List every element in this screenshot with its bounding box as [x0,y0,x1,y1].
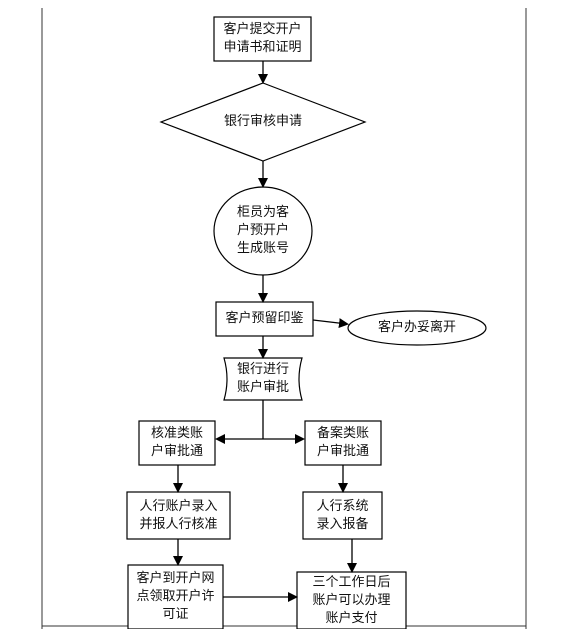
collect-permit-line2: 点领取开户许 [136,589,215,604]
submit-application-line2: 申请书和证明 [223,40,302,55]
three-workdays-box [296,571,407,629]
pboc-record-label: 人行账户录入 并报人行核准 [127,492,230,539]
three-workdays-line2: 账户可以办理 [312,592,391,608]
reserve-seal-label: 客户预留印鉴 [216,302,313,336]
pboc-filing-line2: 录入报备 [316,516,369,532]
three-workdays-line3: 账户支付 [325,610,378,626]
pboc-record-box [126,491,231,540]
teller-generate-line3: 生成账号 [236,241,289,256]
approval-type-label: 核准类账 户审批通 [139,421,215,465]
submit-application-label: 客户提交开户 申请书和证明 [214,17,311,61]
pboc-record-line1: 人行账户录入 [139,498,218,514]
approval-type-line1: 核准类账 [150,426,203,441]
filing-type-line2: 户审批通 [316,444,369,459]
collect-permit-box [127,564,224,629]
three-workdays-label: 三个工作日后 账户可以办理 账户支付 [297,572,406,629]
submit-application-box [213,16,312,62]
reserve-seal-box [215,301,314,337]
pboc-filing-label: 人行系统 录入报备 [303,492,382,539]
bank-review-text: 银行审核申请 [223,114,302,129]
pboc-filing-box [302,491,383,540]
reserve-seal-text: 客户预留印鉴 [225,311,304,326]
filing-type-label: 备案类账 户审批通 [305,421,381,465]
bank-approval-scroll [223,357,303,401]
bank-approval-label: 银行进行 账户审批 [224,358,302,400]
approval-type-box [138,420,216,466]
collect-permit-line3: 可证 [162,607,189,622]
pboc-record-line2: 并报人行核准 [139,516,218,532]
bank-review-label: 银行审核申请 [161,83,365,161]
customer-leave-label: 客户办妥离开 [348,311,486,345]
teller-generate-line2: 户预开户 [236,223,289,238]
bank-approval-line1: 银行进行 [236,362,289,377]
arrow-seal-to-leave [312,318,349,329]
bank-approval-line2: 账户审批 [236,380,289,395]
submit-application-line1: 客户提交开户 [223,22,302,37]
teller-generate-line1: 柜员为客 [236,205,289,220]
three-workdays-line1: 三个工作日后 [312,574,391,590]
approval-type-line2: 户审批通 [150,444,203,459]
filing-type-box [304,420,382,466]
pboc-filing-line1: 人行系统 [316,498,369,514]
collect-permit-line1: 客户到开户网 [136,571,215,586]
teller-generate-label: 柜员为客 户预开户 生成账号 [214,187,312,275]
collect-permit-label: 客户到开户网 点领取开户许 可证 [128,565,223,629]
customer-leave-text: 客户办妥离开 [377,320,456,335]
filing-type-line1: 备案类账 [316,426,369,441]
